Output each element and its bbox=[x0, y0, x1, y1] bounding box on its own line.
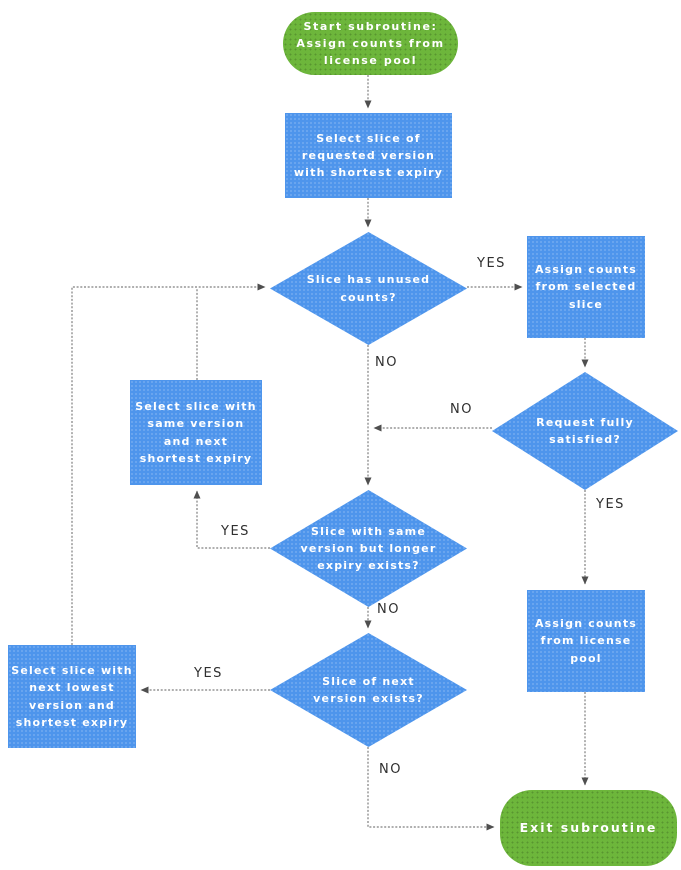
node-label: Select slice with next lowest version an… bbox=[11, 664, 133, 729]
node-label: Slice with same version but longer expir… bbox=[300, 524, 437, 573]
node-label: Assign counts from selected slice bbox=[534, 263, 638, 311]
edge-label-yes: YES bbox=[221, 524, 250, 539]
node-select-next-lowest-version: Select slice with next lowest version an… bbox=[8, 645, 136, 748]
node-start-terminator: Start subroutine: Assign counts from lic… bbox=[283, 12, 458, 75]
edge-label-yes: YES bbox=[194, 666, 223, 681]
node-label: Request fully satisfied? bbox=[536, 415, 634, 446]
node-assign-counts-selected-slice: Assign counts from selected slice bbox=[527, 236, 645, 338]
node-select-shortest-expiry: Select slice of requested version with s… bbox=[285, 113, 452, 198]
node-label: Slice has unused counts? bbox=[306, 273, 431, 304]
node-label: Assign counts from license pool bbox=[534, 617, 638, 665]
node-label: Exit subroutine bbox=[519, 820, 658, 836]
edge-label-no: NO bbox=[379, 762, 402, 777]
edge-nextversion-no bbox=[367, 747, 495, 831]
node-label: Start subroutine: Assign counts from lic… bbox=[296, 19, 445, 68]
node-label: Select slice of requested version with s… bbox=[293, 131, 444, 180]
edge-selectnext-return bbox=[71, 283, 266, 645]
edge-label-yes: YES bbox=[596, 497, 625, 512]
node-label: Slice of next version exists? bbox=[313, 674, 424, 705]
node-assign-counts-license-pool: Assign counts from license pool bbox=[527, 590, 645, 692]
edge-label-yes: YES bbox=[477, 256, 506, 271]
node-exit-terminator: Exit subroutine bbox=[500, 790, 677, 866]
edge-label-no: NO bbox=[375, 355, 398, 370]
node-label: Select slice with same version and next … bbox=[135, 400, 257, 465]
edge-longerexpiry-yes bbox=[193, 490, 270, 549]
edge-label-no: NO bbox=[377, 602, 400, 617]
edge-label-no: NO bbox=[450, 402, 473, 417]
node-select-same-version-next-shortest: Select slice with same version and next … bbox=[130, 380, 262, 485]
